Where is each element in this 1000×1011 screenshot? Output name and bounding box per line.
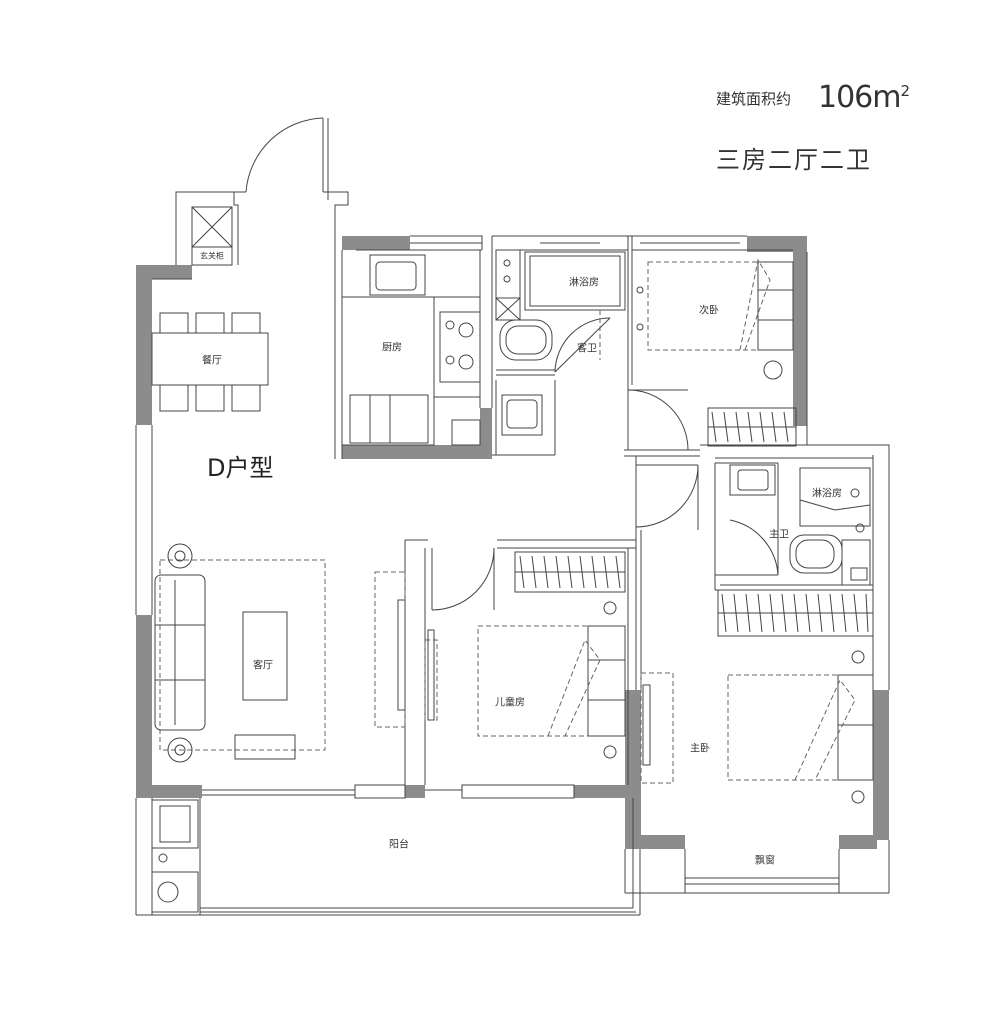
room-label-dining: 餐厅	[202, 355, 222, 367]
room-label-kitchen: 厨房	[382, 342, 402, 354]
furniture	[151, 206, 874, 913]
area-unit: m	[872, 80, 901, 115]
room-label-kids-room: 儿童房	[495, 697, 525, 709]
room-label-second-bedroom: 次卧	[699, 305, 719, 317]
room-label-living: 客厅	[253, 660, 273, 672]
room-label-master-bedroom: 主卧	[690, 743, 710, 755]
area-label: 建筑面积约	[716, 90, 792, 108]
room-label-guest-bath: 客卫	[577, 343, 597, 355]
area-number: 106	[818, 80, 873, 115]
unit-type-label: D户型	[207, 454, 274, 482]
room-label-master-bath: 主卫	[769, 529, 789, 541]
room-label-balcony: 阳台	[389, 839, 409, 851]
room-label-shower-master: 淋浴房	[812, 488, 842, 500]
room-label-entry-cabinet: 玄关柜	[200, 251, 224, 261]
layout-summary: 三房二厅二卫	[716, 146, 872, 174]
room-label-shower-guest: 淋浴房	[569, 277, 599, 289]
room-label-bay-window: 飘窗	[755, 855, 775, 867]
area-unit-superscript: 2	[900, 82, 910, 100]
walls	[136, 236, 889, 849]
area-value: 106m2	[818, 80, 910, 115]
doors	[431, 317, 779, 611]
wardrobe-hangers	[519, 411, 869, 633]
